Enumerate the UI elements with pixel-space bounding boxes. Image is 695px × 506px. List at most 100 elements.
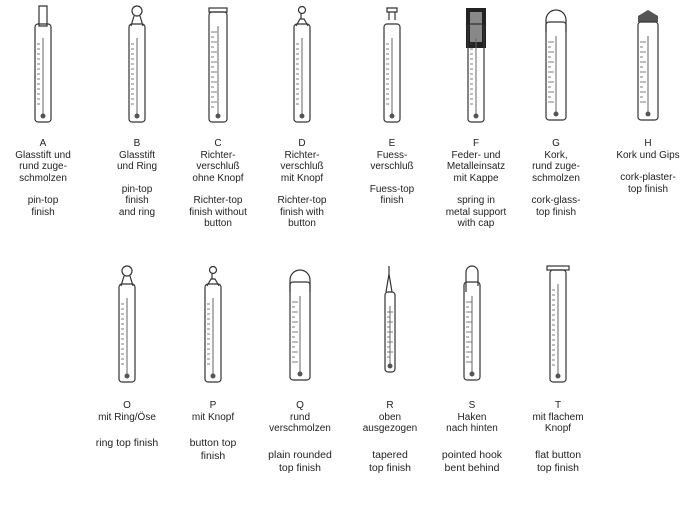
german-label: Richter- — [200, 149, 236, 161]
german-label: und Ring — [116, 161, 158, 172]
german-label: Kork und Gips — [616, 149, 680, 161]
item-letter: Q — [296, 400, 304, 411]
german-label: Glasstift und — [15, 149, 71, 161]
fuess-top-thermometer-icon — [347, 2, 437, 126]
english-label: finish — [380, 195, 404, 206]
german-label: nach hinten — [446, 423, 498, 434]
button-top-thermometer-icon — [168, 262, 258, 386]
flat-button-thermometer-icon — [513, 262, 603, 386]
item-letter: T — [554, 400, 562, 411]
english-label: button — [288, 218, 316, 229]
cork-plaster-thermometer-icon — [603, 2, 693, 126]
item-letter: D — [298, 138, 306, 149]
english-label: plain rounded — [268, 448, 332, 461]
german-label: Fuess- — [376, 149, 408, 161]
german-label: mit Knopf — [191, 411, 235, 423]
german-label: verschluß — [370, 161, 414, 172]
english-label: top finish — [536, 461, 580, 474]
english-label: finish with — [280, 206, 324, 218]
english-label: cork-plaster- — [620, 172, 676, 183]
english-label: button top — [189, 437, 237, 449]
german-label: verschmolzen — [269, 423, 331, 434]
german-label: Knopf — [544, 423, 572, 434]
english-label: Richter-top — [193, 195, 243, 206]
english-label: finish — [125, 195, 149, 206]
english-label: finish — [31, 206, 55, 218]
ring-top-thermometer-icon — [82, 262, 172, 386]
tapered-top-thermometer-icon — [345, 262, 435, 386]
english-label: Fuess-top — [369, 183, 415, 195]
english-label: flat button — [534, 448, 582, 461]
german-label: Metalleinsatz — [446, 161, 506, 172]
english-label: finish — [200, 450, 226, 462]
german-label: mit Kappe — [453, 172, 499, 184]
item-letter: P — [209, 400, 217, 411]
item-letter: H — [644, 138, 652, 149]
german-label: verschluß — [196, 161, 240, 172]
german-label: Richter- — [284, 149, 320, 161]
richter-button-thermometer-icon — [257, 2, 347, 126]
richter-top-thermometer-icon — [173, 2, 263, 126]
item-letter: C — [214, 138, 222, 149]
german-label: mit flachem — [532, 411, 584, 423]
hook-top-thermometer-icon — [427, 262, 517, 386]
english-label: cork-glass- — [531, 195, 581, 206]
english-label: top finish — [627, 183, 669, 195]
german-label: oben — [378, 411, 402, 423]
english-label: top finish — [368, 461, 412, 474]
german-label: schmolzen — [19, 172, 67, 184]
rounded-top-thermometer-icon — [255, 262, 345, 386]
english-label: top finish — [278, 461, 322, 474]
english-label: ring top finish — [95, 437, 159, 449]
item-letter: R — [386, 400, 394, 411]
german-label: mit Knopf — [280, 172, 324, 184]
english-label: pin-top — [121, 183, 153, 195]
german-label: schmolzen — [532, 172, 580, 184]
english-label: and ring — [118, 206, 156, 218]
item-letter: G — [552, 138, 560, 149]
german-label: ohne Knopf — [192, 172, 244, 184]
german-label: ausgezogen — [362, 423, 418, 434]
item-letter: S — [468, 400, 476, 411]
german-label: Haken — [457, 411, 487, 423]
english-label: finish without — [189, 206, 247, 218]
item-letter: A — [39, 138, 47, 149]
item-letter: B — [133, 138, 141, 149]
english-label: button — [204, 218, 232, 229]
english-label: top finish — [535, 206, 577, 218]
item-letter: E — [388, 138, 396, 149]
german-label: rund — [289, 411, 310, 423]
english-label: pin-top — [27, 195, 59, 206]
english-label: spring in — [457, 195, 495, 206]
german-label: Glasstift — [118, 149, 156, 161]
english-label: bent behind — [444, 461, 500, 474]
spring-cap-thermometer-icon — [431, 2, 521, 126]
english-label: pointed hook — [441, 448, 503, 461]
pin-top-thermometer-icon — [0, 2, 88, 126]
german-label: Kork, — [544, 149, 568, 161]
item-letter: O — [123, 400, 131, 411]
german-label: mit Ring/Öse — [98, 411, 156, 423]
english-label: tapered — [372, 448, 408, 461]
english-label: Richter-top — [277, 195, 327, 206]
english-label: with cap — [457, 218, 495, 229]
german-label: Feder- und — [451, 149, 501, 161]
pin-ring-thermometer-icon — [92, 2, 182, 126]
cork-glass-thermometer-icon — [511, 2, 601, 126]
item-letter: F — [472, 138, 480, 149]
english-label: metal support — [445, 206, 507, 218]
